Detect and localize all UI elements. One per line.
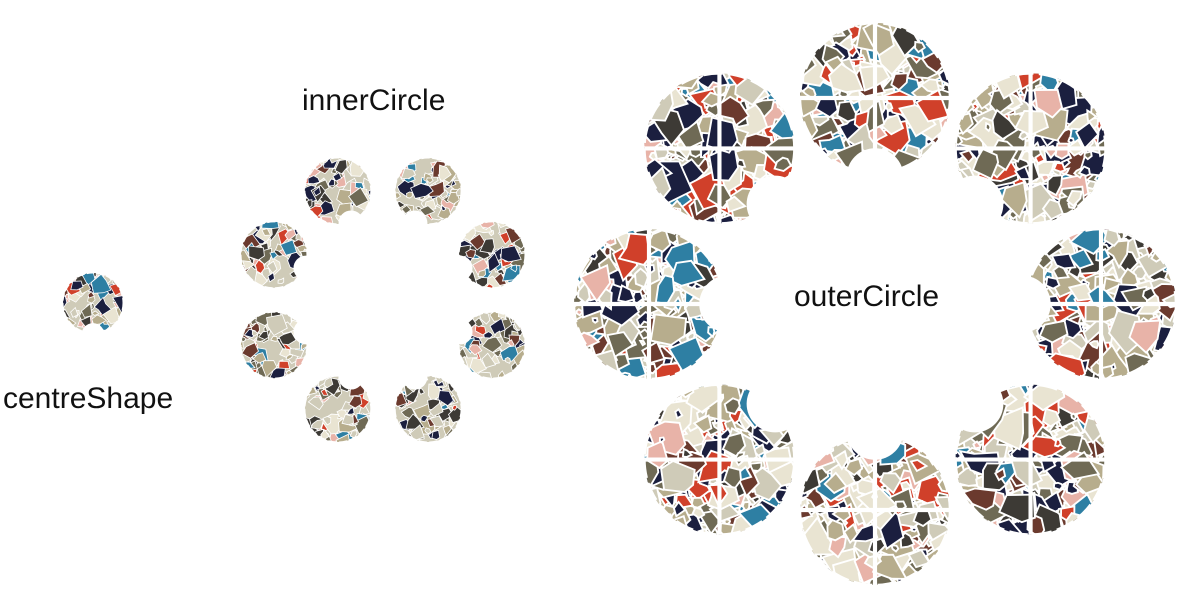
outer-circle-tile xyxy=(643,375,804,536)
inner-circle-tile xyxy=(447,311,526,379)
inner-circle-tile xyxy=(304,364,372,443)
inner-circle-tile xyxy=(304,157,372,236)
outer-circle-label: outerCircle xyxy=(794,280,940,313)
inner-circle-group xyxy=(240,157,526,443)
inner-circle-tile xyxy=(394,157,462,236)
centre-shape xyxy=(62,272,124,346)
inner-circle-label: innerCircle xyxy=(302,84,446,117)
outer-circle-tile xyxy=(572,227,757,381)
outer-circle-tile xyxy=(993,227,1178,381)
outer-circle-tile xyxy=(643,72,804,233)
centre-shape-tile xyxy=(62,272,124,346)
inner-circle-tile xyxy=(447,221,526,289)
outer-circle-tile xyxy=(798,21,952,206)
outer-circle-tile xyxy=(946,375,1107,536)
inner-circle-tile xyxy=(394,364,462,443)
centre-shape-label: centreShape xyxy=(3,382,174,415)
outer-circle-tile xyxy=(946,72,1107,233)
inner-circle-tile xyxy=(240,221,319,289)
outer-circle-tile xyxy=(798,402,952,587)
inner-circle-tile xyxy=(240,311,319,379)
